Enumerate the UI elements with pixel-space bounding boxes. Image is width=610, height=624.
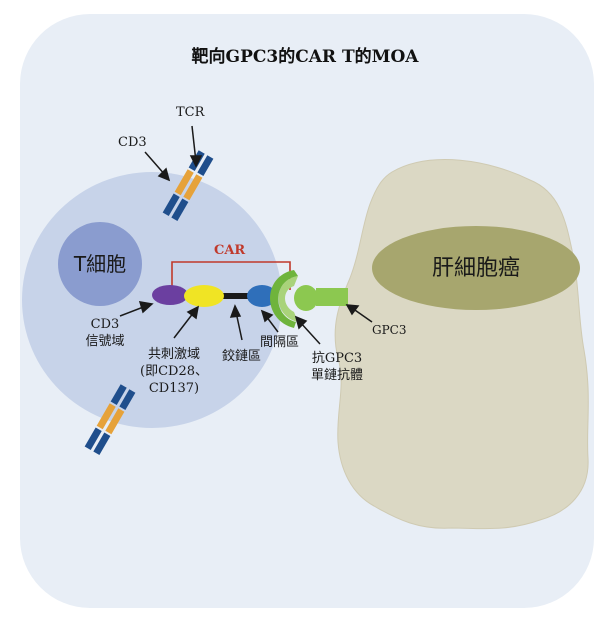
label-t-cell: T細胞 — [73, 252, 127, 276]
gpc3-antigen-head — [294, 285, 318, 311]
diagram-title: 靶向GPC3的CAR T的MOA — [191, 47, 419, 67]
label-cd3-signal-line1: CD3 — [90, 317, 120, 332]
cd3-signal-domain — [152, 285, 188, 305]
spacer-domain — [247, 285, 277, 307]
hinge-segment — [222, 293, 252, 299]
label-car: CAR — [214, 243, 246, 258]
tcr-complex-bottom — [84, 384, 136, 456]
label-scfv: 抗GPC3 單鏈抗體 — [302, 350, 372, 384]
scfv-light-arc — [278, 276, 298, 322]
pointer-arrows — [119, 125, 373, 345]
scfv-dark-arc — [270, 270, 298, 328]
gpc3-antigen-stem — [316, 288, 348, 306]
arrow-costim — [173, 311, 195, 339]
t-cell-nucleus — [58, 222, 142, 306]
costim-domain — [184, 285, 224, 307]
label-cd3: CD3 — [118, 135, 147, 150]
label-tcr: TCR — [176, 105, 205, 120]
label-liver-cancer: 肝細胞癌 — [431, 256, 520, 281]
label-costim-line2: (即CD28、 — [140, 364, 208, 379]
label-costim-line1: 共刺激域 — [147, 347, 200, 362]
label-costim-line3: CD137) — [148, 381, 200, 396]
label-scfv-line1: 抗GPC3 — [311, 351, 363, 366]
label-spacer: 間隔區 — [260, 335, 300, 350]
label-hinge: 鉸鏈區 — [222, 349, 262, 364]
label-cd3-signal: CD3 信號域 — [80, 316, 130, 350]
label-cd3-signal-line2: 信號域 — [85, 334, 125, 349]
tumor-nucleus — [372, 226, 580, 310]
tumor-cell — [334, 159, 589, 530]
label-scfv-line2: 單鏈抗體 — [310, 368, 363, 383]
label-costim: 共刺激域 (即CD28、 CD137) — [132, 346, 216, 397]
arrow-scfv — [299, 321, 321, 345]
label-gpc3: GPC3 — [372, 323, 407, 337]
